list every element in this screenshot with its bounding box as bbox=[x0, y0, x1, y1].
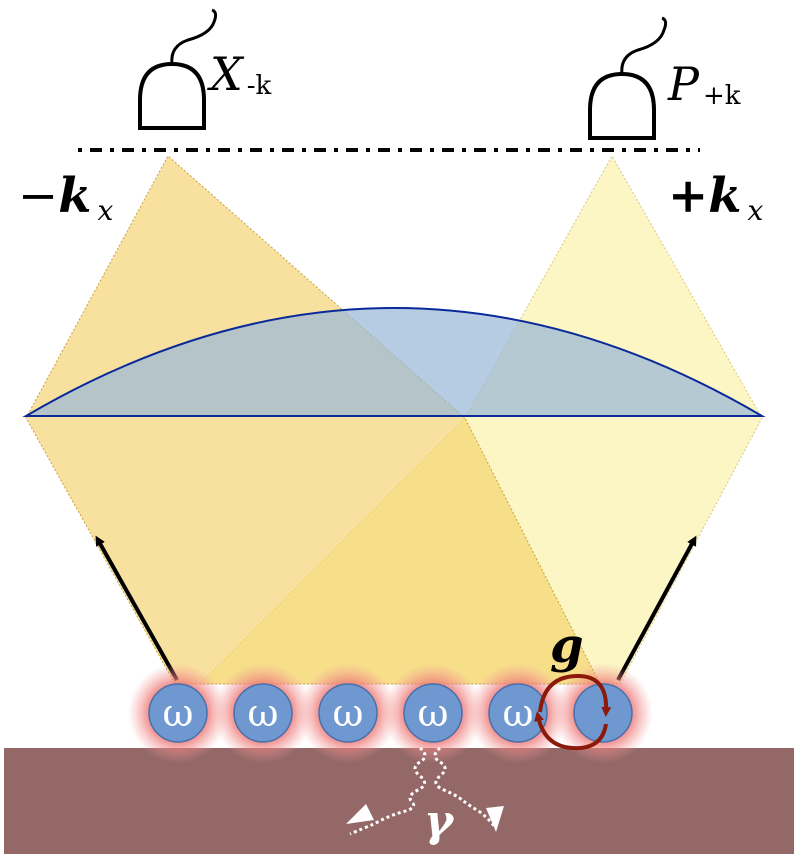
substrate bbox=[4, 748, 794, 854]
decay-arrows bbox=[346, 746, 504, 836]
detector-left-icon bbox=[138, 8, 218, 130]
detector-right-label: P+k bbox=[667, 57, 741, 111]
coupling-arrows bbox=[534, 673, 612, 751]
dome bbox=[22, 307, 766, 417]
atom-frequency-label: ω bbox=[163, 691, 194, 735]
atom-frequency-label: ω bbox=[418, 691, 449, 735]
atom bbox=[403, 683, 463, 743]
atom-frequency-label: ω bbox=[248, 691, 279, 735]
detector-left-label: X-k bbox=[207, 47, 272, 101]
emission-arrow-right bbox=[616, 535, 697, 681]
atom-frequency-label: ω bbox=[503, 691, 534, 735]
emission-arrow-left bbox=[95, 535, 179, 681]
atom bbox=[488, 683, 548, 743]
detector-right-icon bbox=[588, 16, 668, 140]
atom bbox=[318, 683, 378, 743]
cone-left bbox=[25, 155, 601, 685]
atom bbox=[233, 683, 293, 743]
coupling-label: g bbox=[550, 618, 584, 674]
atom-frequency-label: ω bbox=[333, 691, 364, 735]
atom bbox=[148, 683, 208, 743]
decay-label: γ bbox=[424, 796, 455, 847]
